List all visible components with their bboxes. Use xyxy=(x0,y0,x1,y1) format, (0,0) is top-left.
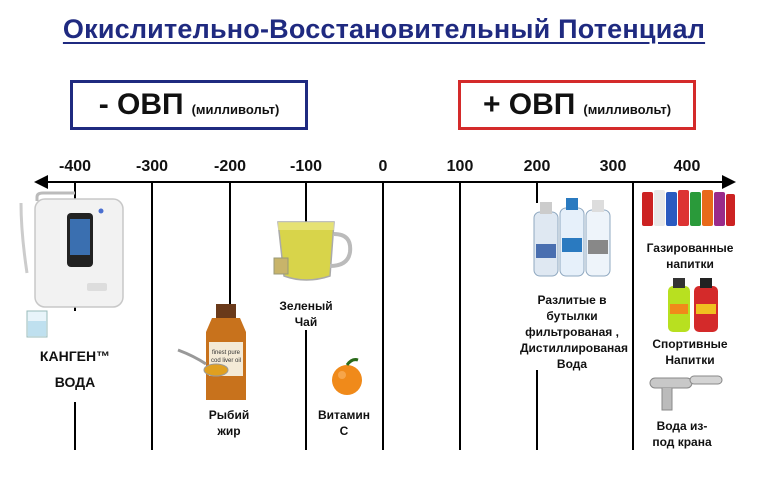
caption-green-tea: Зеленый Чай xyxy=(279,299,333,329)
caption-vitamin-c: Витамин С xyxy=(317,408,371,438)
axis-arrow-left xyxy=(34,175,48,189)
tick-label-200: 200 xyxy=(523,158,551,175)
positive-orp-box: + ОВП (милливольт) xyxy=(458,80,696,130)
gridline-100 xyxy=(459,183,461,450)
gridline-200-upper xyxy=(536,183,538,203)
tick-label-0: 0 xyxy=(378,158,388,175)
caption-sports-drinks: Спортивные Напитки xyxy=(652,337,728,367)
positive-orp-unit: (милливольт) xyxy=(583,101,672,117)
tick-label-300: 300 xyxy=(599,158,627,175)
caption-soda: Газированные напитки xyxy=(646,241,734,271)
water-bottles-icon xyxy=(533,198,611,277)
caption-kangen-line2: ВОДА xyxy=(54,374,96,390)
axis-arrow-right xyxy=(722,175,736,189)
tick-label-400: 400 xyxy=(673,158,701,175)
tick-label-minus-300: -300 xyxy=(135,158,169,175)
green-tea-cup-icon xyxy=(273,221,353,281)
caption-tap-water: Вода из-под крана xyxy=(652,419,712,449)
tick-label-minus-200: -200 xyxy=(213,158,247,175)
negative-orp-unit: (милливольт) xyxy=(191,101,280,117)
orange-icon xyxy=(332,358,362,395)
gridline-minus-300 xyxy=(151,183,153,450)
gridline-minus-200 xyxy=(229,183,231,400)
gridline-300 xyxy=(632,183,634,450)
sports-drinks-icon xyxy=(668,278,718,332)
gridline-minus-100-lower xyxy=(305,330,307,450)
svg-text:cod liver oil: cod liver oil xyxy=(211,358,241,364)
tick-label-minus-400: -400 xyxy=(58,158,92,175)
caption-bottled-water: Разлитые в бутылки фильтрованая , Дистил… xyxy=(520,293,628,371)
soda-cans-icon xyxy=(642,190,735,226)
caption-kangen: КАНГЕН™ ВОДА xyxy=(10,343,140,395)
page-title: Окислительно-Восстановительный Потенциал xyxy=(62,14,706,44)
gridline-0 xyxy=(382,183,384,450)
positive-orp-label: + ОВП xyxy=(482,88,576,121)
caption-fish-oil: Рыбий жир xyxy=(208,408,250,438)
faucet-icon xyxy=(649,375,723,411)
gridline-minus-400-lower xyxy=(74,402,76,450)
svg-text:finest pure: finest pure xyxy=(212,350,241,356)
negative-orp-box: - ОВП (милливольт) xyxy=(70,80,308,130)
negative-orp-label: - ОВП xyxy=(98,88,184,121)
gridline-200-lower xyxy=(536,370,538,450)
fish-oil-bottle-icon: finest pure cod liver oil xyxy=(177,304,246,400)
tick-label-100: 100 xyxy=(446,158,474,175)
caption-kangen-line1: КАНГЕН™ xyxy=(39,348,111,364)
tick-label-minus-100: -100 xyxy=(289,158,323,175)
kangen-machine-icon xyxy=(19,191,124,338)
